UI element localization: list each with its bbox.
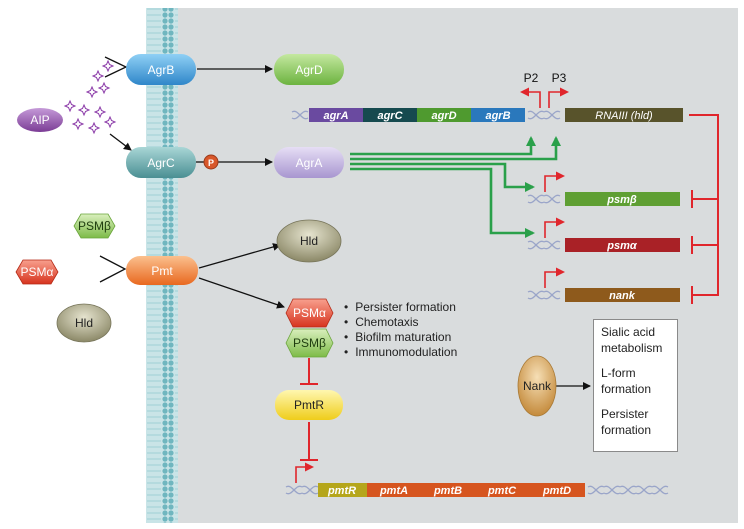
gene-agra: agrA [323,110,348,122]
hld-outside: Hld [56,303,112,343]
agrd-protein: AgrD [274,54,344,85]
pmt-protein: Pmt [126,256,198,285]
gene-pmtb-label: pmtB [433,485,462,497]
rnaiii-gene: RNAIII (hld) [565,108,683,122]
regulated-gene-psmb: psmβ [527,192,680,206]
black-arrows [109,65,591,390]
nank-function-item: Persister formation [601,407,652,437]
gene-psmb-label: psmβ [606,194,637,206]
psm-function-item: Chemotaxis [344,315,457,330]
aip-pheromone-stars [63,59,117,135]
receptor-binding-sites [99,56,128,283]
gene-agrb: agrB [485,110,510,122]
regulated-gene-psma: psmα [527,238,680,252]
psm-beta-cytoplasm: PSMβ [285,328,334,358]
pmtr-protein: PmtR [275,390,343,420]
agrb-label: AgrB [148,63,175,77]
phosphate-badge: P [196,154,219,170]
agra-protein: AgrA [274,147,344,178]
nank-protein: Nank [517,355,557,417]
rnaiii-label: RNAIII (hld) [595,110,653,122]
gene-agrc: agrC [377,110,403,122]
agra-label: AgrA [296,156,323,170]
pmt-operon-dna: pmtR pmtA pmtB pmtC pmtD [285,483,669,497]
repression-lines-pmt [300,358,318,461]
regulated-gene-nank: nank [527,288,680,302]
gene-psma-label: psmα [606,240,638,252]
gene-pmtr-label: pmtR [327,485,356,497]
phosphate-label: P [208,158,214,168]
hld-cytoplasm-label: Hld [300,234,318,248]
nank-function-item: Sialic acid metabolism [601,325,663,355]
psm-beta-outside-label: PSMβ [78,219,111,233]
pmt-label: Pmt [151,264,173,278]
psm-function-item: Biofilm maturation [344,330,457,345]
pmt-operon-promoter [295,462,314,483]
aip-oval: AIP [17,108,63,132]
gene-nank-label: nank [609,290,636,302]
psm-alpha-outside-label: PSMα [21,265,54,279]
psm-beta-cytoplasm-label: PSMβ [293,336,326,350]
psm-alpha-cytoplasm-label: PSMα [293,306,326,320]
hld-cytoplasm: Hld [276,219,342,263]
promoter-p2-label: P2 [524,71,539,85]
pmtr-label: PmtR [294,398,324,412]
nank-function-item: L-form formation [601,366,652,396]
nank-label: Nank [523,379,552,393]
psm-alpha-cytoplasm: PSMα [285,298,334,328]
aip-label: AIP [30,113,49,127]
gene-agrd: agrD [431,110,456,122]
psm-beta-outside: PSMβ [73,213,116,239]
agr-operon-genes: agrA agrC agrD agrB [309,108,525,122]
psm-functions-list: Persister formation Chemotaxis Biofilm m… [344,300,457,360]
agrc-protein: AgrC [126,147,196,178]
promoter-arrows [520,87,569,108]
agrb-protein: AgrB [126,54,196,85]
rnaiii-repression-bracket [689,114,719,304]
gene-pmtd-label: pmtD [542,485,571,497]
psm-function-item: Persister formation [344,300,457,315]
regulated-gene-promoters [544,171,565,288]
agrd-label: AgrD [295,63,323,77]
agra-activation-arrows [350,136,561,238]
psm-function-item: Immunomodulation [344,345,457,360]
promoter-p3-label: P3 [552,71,567,85]
nank-functions-box: Sialic acid metabolism L-form formation … [593,319,678,452]
gene-pmtc-label: pmtC [487,485,517,497]
gene-pmta-label: pmtA [379,485,408,497]
agrc-label: AgrC [147,156,175,170]
hld-outside-label: Hld [75,316,93,330]
psm-alpha-outside: PSMα [15,259,59,285]
